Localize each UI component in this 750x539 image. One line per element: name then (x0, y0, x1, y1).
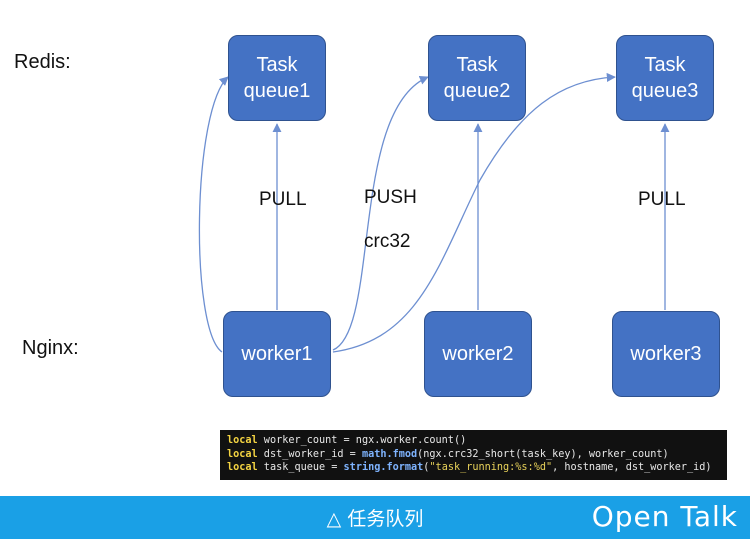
arrow-worker1-push-queue3 (332, 72, 616, 353)
code-keyword: local (227, 435, 258, 446)
worker-3: worker3 (612, 311, 720, 397)
code-keyword: local (227, 462, 258, 473)
code-text: (ngx.crc32_short(task_key), worker_count… (417, 448, 669, 460)
task-queue-2: Task queue2 (428, 35, 526, 121)
code-text: , hostname, dst_worker_id) (552, 462, 712, 473)
brand-logo: Open Talk (591, 500, 738, 533)
arrow-worker1-push-queue2 (332, 76, 429, 351)
code-string: "task_running:%s:%d" (429, 462, 553, 473)
nginx-label: Nginx: (22, 337, 79, 359)
code-function: string.format (343, 462, 424, 473)
push-label: PUSH (364, 187, 417, 208)
footer-bar: △ 任务队列 Open Talk (0, 496, 750, 539)
task-queue-3: Task queue3 (616, 35, 714, 121)
code-text: task_queue = (257, 462, 344, 473)
arrows-layer (198, 72, 670, 353)
code-keyword: local (227, 448, 258, 460)
code-text: ( (423, 462, 430, 473)
code-snippet: local worker_count = ngx.worker.count() … (220, 430, 727, 480)
arrow-worker1-loop-queue1 (198, 76, 229, 353)
code-function: math.fmod (361, 448, 418, 460)
crc32-label: crc32 (364, 231, 411, 252)
code-text: worker_count = ngx.worker.count() (257, 435, 467, 446)
worker-2: worker2 (424, 311, 532, 397)
worker-1: worker1 (223, 311, 331, 397)
pull-label-left: PULL (259, 189, 307, 210)
task-queue-1: Task queue1 (228, 35, 326, 121)
redis-label: Redis: (14, 51, 71, 73)
pull-label-right: PULL (638, 189, 686, 210)
code-text: dst_worker_id = (257, 448, 362, 460)
footer-title: △ 任务队列 (326, 508, 424, 530)
